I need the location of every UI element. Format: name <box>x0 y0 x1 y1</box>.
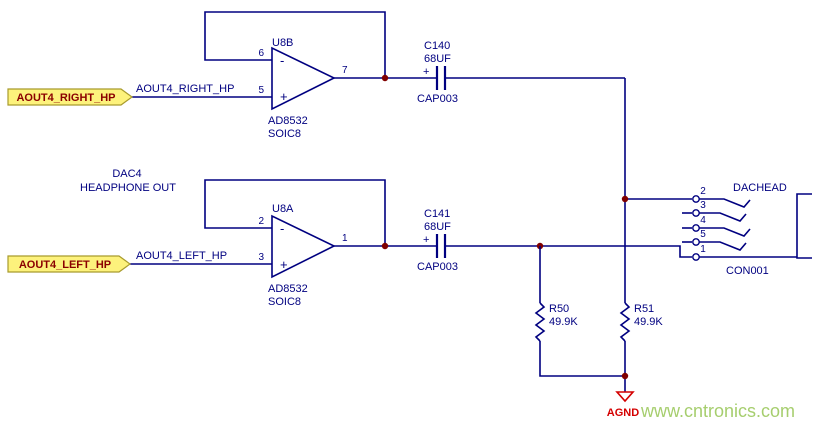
opamp-u8b-plus-sign: + <box>280 89 288 104</box>
opamp-u8b-pin7-number: 7 <box>342 65 348 76</box>
watermark-text: www.cntronics.com <box>640 401 795 421</box>
title-line1: DAC4 <box>112 168 141 180</box>
connector-name: DACHEAD <box>733 182 787 194</box>
connector-pin5-terminal <box>692 238 700 246</box>
connector-pin2-number: 2 <box>700 186 706 197</box>
connector-pin3-terminal <box>692 209 700 217</box>
jack-contact-pin3 <box>699 212 747 222</box>
opamp-u8b-designator: U8B <box>272 37 293 49</box>
opamp-triangle-u8a <box>271 214 336 279</box>
opamp-u8a-designator: U8A <box>272 203 294 215</box>
cap-c141-designator: C141 <box>424 208 450 220</box>
cap-c140-designator: C140 <box>424 40 450 52</box>
opamp-u8b-pin6-number: 6 <box>258 48 264 59</box>
r51-designator: R51 <box>634 303 654 315</box>
opamp-u8a-pin1-number: 1 <box>342 233 348 244</box>
r50-ground-wire <box>539 341 625 377</box>
opamp-u8b-part: AD8532 <box>268 115 308 127</box>
cap-c140-footprint: CAP003 <box>417 93 458 105</box>
agnd-symbol <box>615 391 635 403</box>
connector-pin3-number: 3 <box>700 200 706 211</box>
opamp-u8a-minus-sign: - <box>280 221 284 236</box>
junction-dot <box>381 74 389 82</box>
connector-pin1-terminal <box>692 253 700 261</box>
connector-pin5-number: 5 <box>700 229 706 240</box>
jack-barrel <box>796 193 812 259</box>
cap-c140-value: 68UF <box>424 53 451 65</box>
jack-contact-pin5 <box>699 241 747 251</box>
agnd-label: AGND <box>607 407 639 419</box>
opamp-u8b-minus-sign: - <box>280 53 284 68</box>
net-flag-aout4-left-hp <box>7 255 132 273</box>
cap-c141-footprint: CAP003 <box>417 261 458 273</box>
junction-dot <box>621 372 629 380</box>
connector-pin4-terminal <box>692 224 700 232</box>
cap-c140-plus-sign: + <box>423 66 429 78</box>
net-flag-aout4-right-hp <box>7 88 134 106</box>
connector-designator: CON001 <box>726 265 769 277</box>
connector-pin1-number: 1 <box>700 244 706 255</box>
resistor-r50-body <box>534 302 546 342</box>
opamp-u8a-pin2-number: 2 <box>258 216 264 227</box>
net-label-aout4-left-hp: AOUT4_LEFT_HP <box>136 250 227 262</box>
opamp-u8a-footprint: SOIC8 <box>268 296 301 308</box>
connector-pin4-number: 4 <box>700 215 706 226</box>
resistor-r51-body <box>619 302 631 342</box>
junction-dot <box>621 195 629 203</box>
connector-pin2-terminal <box>692 195 700 203</box>
jack-contact-pin4 <box>699 227 751 237</box>
opamp-u8a-plus-sign: + <box>280 257 288 272</box>
opamp-u8a-pin3-number: 3 <box>258 252 264 263</box>
r50-designator: R50 <box>549 303 569 315</box>
feedback-wire-top <box>204 11 386 78</box>
opamp-triangle-u8b <box>271 46 336 111</box>
junction-dot <box>381 242 389 250</box>
cap-c141-plus-sign: + <box>423 234 429 246</box>
net-flag-aout4-left-hp-label: AOUT4_LEFT_HP <box>19 259 111 271</box>
feedback-wire-bottom <box>204 179 386 246</box>
r51-value: 49.9K <box>634 316 663 328</box>
r50-value: 49.9K <box>549 316 578 328</box>
opamp-u8b-pin5-number: 5 <box>258 85 264 96</box>
title-line2: HEADPHONE OUT <box>80 182 176 194</box>
opamp-u8b-footprint: SOIC8 <box>268 128 301 140</box>
net-flag-aout4-right-hp-label: AOUT4_RIGHT_HP <box>16 92 115 104</box>
cap-c141-value: 68UF <box>424 221 451 233</box>
jack-contact-pin2 <box>699 198 751 208</box>
opamp-u8a-part: AD8532 <box>268 283 308 295</box>
wire-bottom-after-cap <box>445 245 692 258</box>
net-label-aout4-right-hp: AOUT4_RIGHT_HP <box>136 83 234 95</box>
